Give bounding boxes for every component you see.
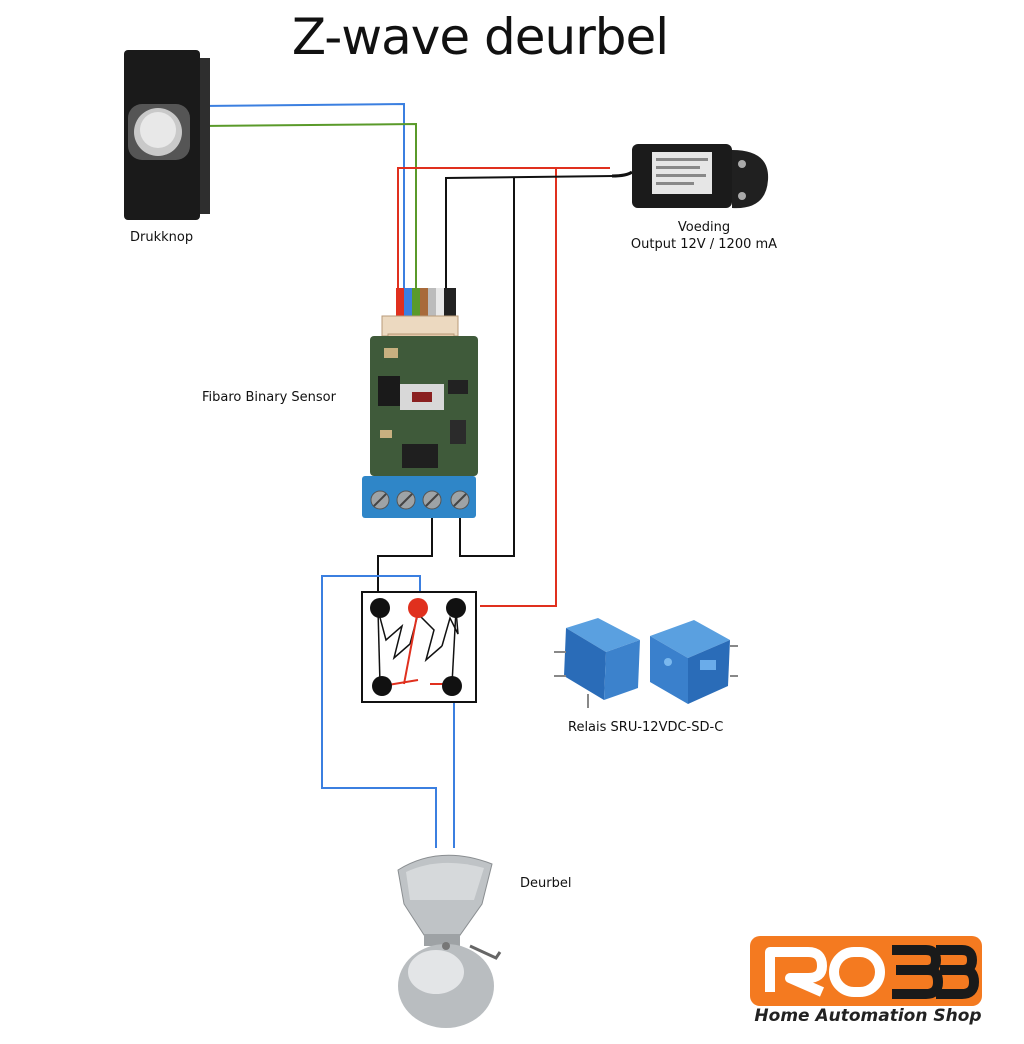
logo-tagline: Home Automation Shop bbox=[754, 1006, 982, 1026]
doorbell-device bbox=[397, 854, 502, 1028]
wire-blue-button bbox=[199, 102, 405, 290]
psu-name-label: Voeding bbox=[677, 220, 731, 235]
pushbutton-label: Drukknop bbox=[130, 230, 194, 245]
bell-label: Deurbel bbox=[520, 876, 572, 891]
diagram-title: Z-wave deurbel bbox=[291, 8, 669, 66]
power-supply-device bbox=[611, 144, 769, 209]
psu-output-label: Output 12V / 1200 mA bbox=[630, 237, 778, 252]
relay-label: Relais SRU-12VDC-SD-C bbox=[568, 720, 724, 735]
sensor-label: Fibaro Binary Sensor bbox=[202, 390, 336, 405]
wire-red-power bbox=[397, 167, 610, 607]
binary-sensor-device bbox=[362, 288, 478, 518]
wire-black-relay-feed bbox=[459, 178, 515, 557]
relay-schematic bbox=[361, 591, 477, 703]
wire-blue-relay-loop bbox=[321, 575, 437, 848]
wire-green-button bbox=[199, 122, 417, 290]
pushbutton-device bbox=[124, 50, 210, 220]
relay-photo-1 bbox=[554, 618, 640, 708]
relay-photo-2 bbox=[650, 620, 738, 704]
wire-black-sensor-relay bbox=[377, 508, 433, 600]
wire-black-power bbox=[445, 175, 615, 290]
robb-logo bbox=[750, 936, 982, 1006]
